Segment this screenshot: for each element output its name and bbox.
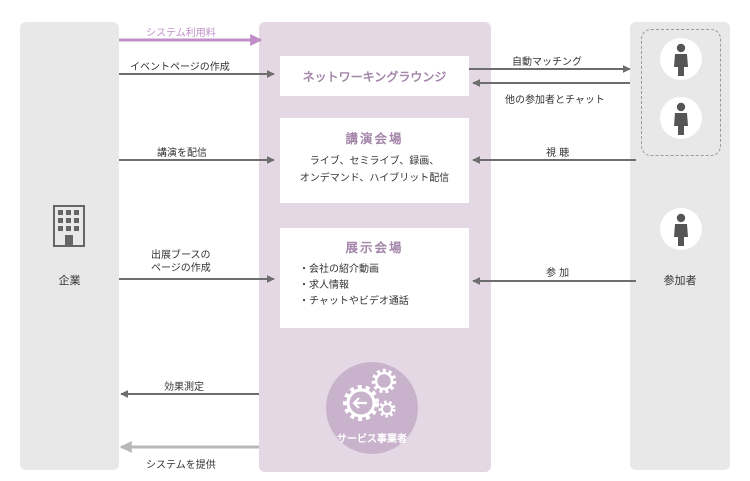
event-page-label: イベントページの作成 <box>130 62 230 73</box>
person-icon <box>674 102 688 135</box>
booth-page-label: 出展ブースの ページの作成 <box>151 249 211 275</box>
participant-label: 参加者 <box>663 274 697 287</box>
system-provision-label: システムを提供 <box>146 460 216 471</box>
lounge-title: ネットワーキングラウンジ <box>302 69 447 84</box>
join-label: 参 加 <box>546 268 570 279</box>
gear-icon <box>326 362 418 454</box>
expo-item: 会社の紹介動画 <box>309 262 469 278</box>
hall-line: ライブ、セミライブ、録画、 <box>309 156 440 167</box>
hall-title: 講演会場 <box>345 131 404 146</box>
booth-line: 出展ブースの <box>151 250 211 261</box>
viewing-label: 視 聴 <box>546 148 570 159</box>
lecture-delivery-label: 講演を配信 <box>157 148 207 159</box>
expo-title: 展示会場 <box>345 240 404 255</box>
system-fee-label: システム利用料 <box>146 28 216 39</box>
exhibition-hall-box: 展示会場 会社の紹介動画 求人情報 チャットやビデオ通話 <box>280 228 469 328</box>
effect-measurement-label: 効果測定 <box>164 382 204 393</box>
lecture-hall-box: 講演会場 ライブ、セミライブ、録画、 オンデマンド、ハイブリット配信 <box>280 118 469 203</box>
matched-participants-group <box>641 29 721 156</box>
expo-item: 求人情報 <box>309 278 469 294</box>
person-icon <box>674 213 688 246</box>
booth-line: ページの作成 <box>151 263 211 274</box>
hall-line: オンデマンド、ハイブリット配信 <box>299 173 450 184</box>
auto-matching-label: 自動マッチング <box>512 57 582 68</box>
provider-label: サービス事業者 <box>337 434 407 445</box>
enterprise-label: 企業 <box>58 274 81 287</box>
person-icon <box>674 43 688 76</box>
chat-label: 他の参加者とチャット <box>505 95 605 106</box>
expo-item: チャットやビデオ通話 <box>309 294 469 310</box>
networking-lounge-box: ネットワーキングラウンジ <box>280 56 469 96</box>
building-icon <box>53 205 85 247</box>
